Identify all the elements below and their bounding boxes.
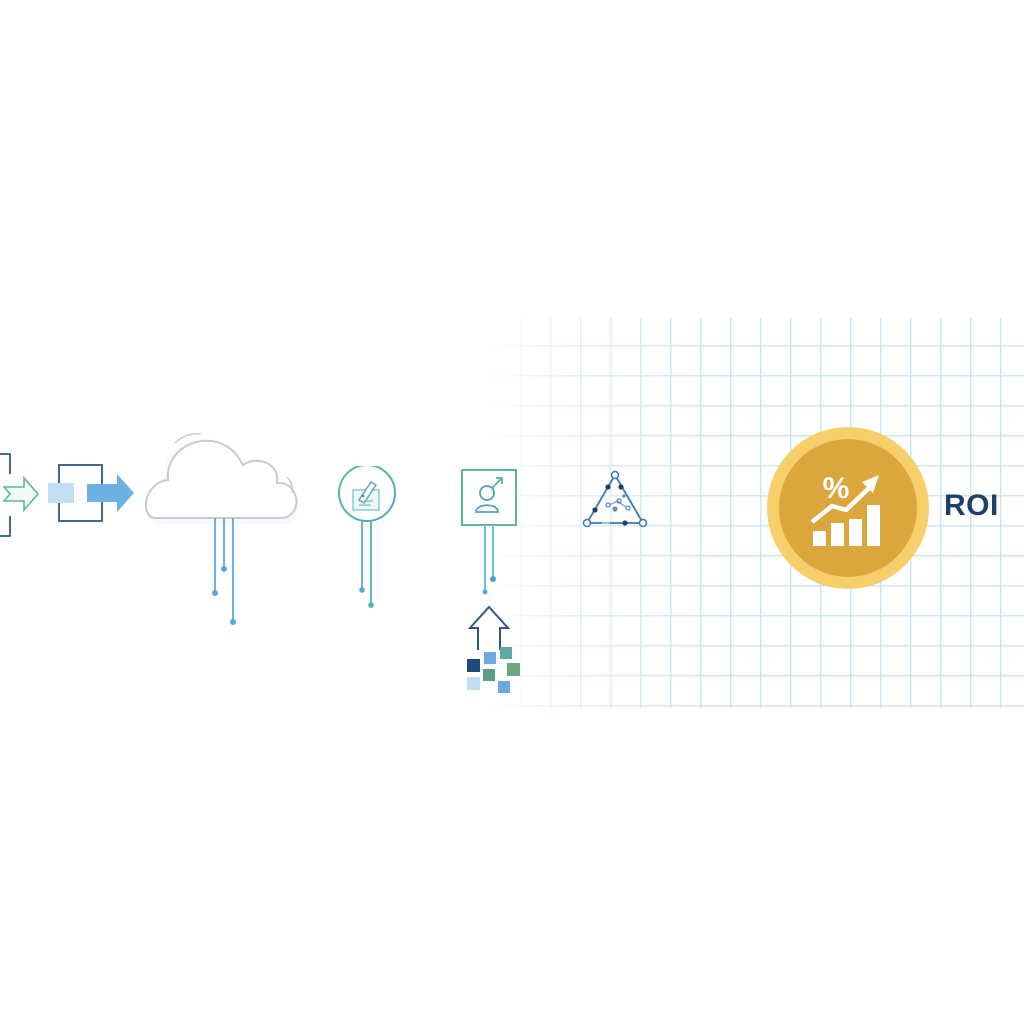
cloud-icon: [145, 433, 299, 625]
pen-document-icon: [338, 466, 396, 608]
upload-arrow-icon: [468, 605, 510, 650]
data-blocks-icon: [467, 647, 520, 693]
roi-growth-chart-icon: %: [767, 427, 929, 589]
roi-label: ROI: [944, 489, 999, 522]
user-arrow-icon: [461, 469, 517, 595]
network-triangle-icon: [582, 470, 648, 528]
box-with-arrow-icon: [48, 464, 134, 522]
bracket-chevron-icon: [0, 453, 40, 537]
background-grid: [490, 318, 1024, 708]
percent-symbol: %: [823, 472, 850, 505]
